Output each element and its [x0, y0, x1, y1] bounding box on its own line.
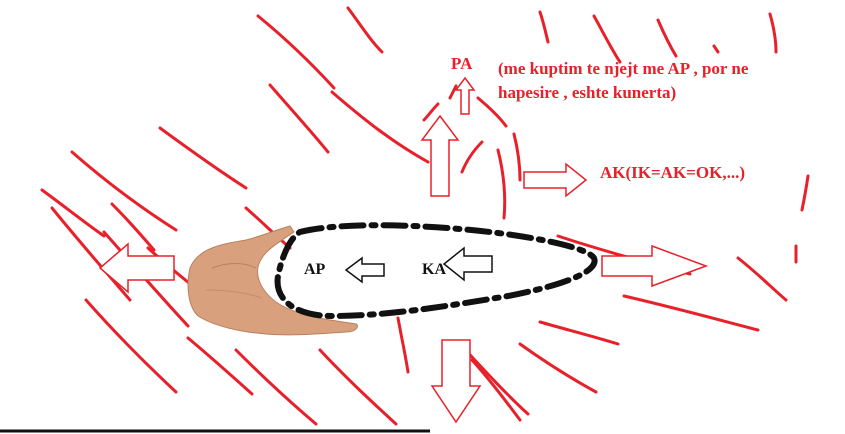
- arrow-right-icon: [601, 244, 709, 288]
- arrow-left-icon: [344, 256, 385, 284]
- stroke: [70, 150, 178, 232]
- stroke: [736, 256, 788, 302]
- stroke: [512, 132, 522, 182]
- closed-loop: [274, 222, 598, 320]
- stroke: [538, 10, 550, 44]
- arrow-right-icon: [523, 162, 588, 198]
- stroke: [330, 90, 430, 164]
- stroke: [538, 320, 620, 346]
- stroke: [256, 14, 336, 90]
- note-line-2: hapesire , eshte kunerta): [498, 83, 677, 102]
- stroke: [396, 316, 410, 374]
- stroke: [318, 348, 398, 426]
- stroke: [234, 348, 318, 426]
- stroke: [656, 18, 678, 58]
- stroke: [186, 336, 254, 396]
- arrow-left-icon: [98, 242, 175, 294]
- stroke: [470, 358, 522, 422]
- stroke: [50, 206, 132, 302]
- stroke: [622, 294, 760, 332]
- stroke: [712, 44, 720, 54]
- stroke: [518, 342, 598, 394]
- stroke: [110, 202, 156, 252]
- stroke: [40, 188, 106, 238]
- stroke: [268, 83, 330, 154]
- arrow-up-icon: [420, 114, 460, 197]
- stroke: [592, 14, 622, 64]
- label-ka: KA: [422, 261, 446, 278]
- label-ap: AP: [304, 261, 326, 278]
- stroke: [346, 6, 384, 54]
- note-line-1: (me kuptim te njejt me AP , por ne: [498, 59, 749, 78]
- stroke: [158, 126, 248, 190]
- arrow-down-icon: [430, 339, 482, 424]
- stroke: [496, 148, 507, 220]
- stroke: [800, 174, 810, 212]
- stroke: [448, 84, 458, 100]
- stroke: [476, 96, 508, 128]
- label-pa: PA: [451, 54, 473, 73]
- arrow-left-icon: [442, 246, 493, 282]
- stroke: [422, 102, 440, 122]
- stroke: [460, 140, 484, 174]
- stroke: [84, 298, 178, 394]
- arrow-up-icon: [454, 76, 476, 115]
- label-ak: AK(IK=AK=OK,...): [600, 163, 745, 182]
- stroke: [768, 12, 778, 54]
- stroke: [102, 230, 190, 328]
